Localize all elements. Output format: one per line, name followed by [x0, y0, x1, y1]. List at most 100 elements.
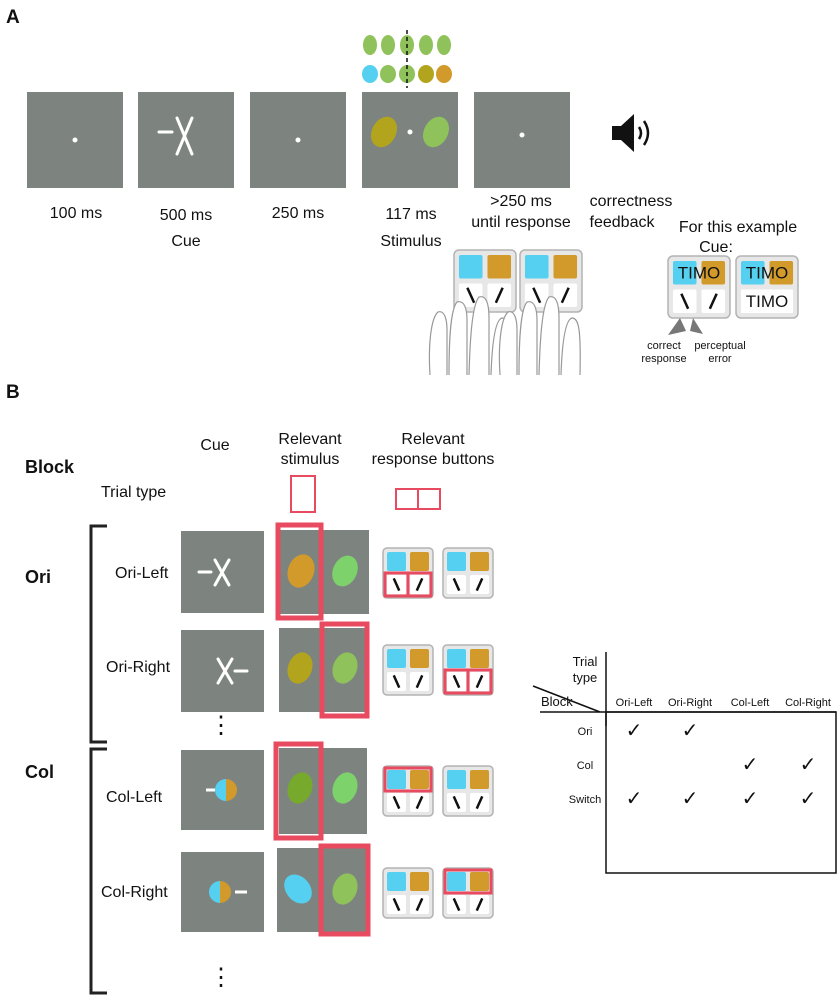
- response-pad: [442, 547, 494, 599]
- header-cue: Cue: [200, 437, 230, 454]
- stim-highlight: [318, 843, 371, 937]
- cyan-key: [387, 770, 406, 789]
- response-pad: [519, 249, 583, 313]
- color-cue-icon: [206, 779, 237, 801]
- stimulus-ellipse: [287, 652, 313, 684]
- header-block: Block: [25, 457, 75, 477]
- example-title-2: Cue:: [699, 239, 733, 256]
- response-pad: [442, 867, 494, 919]
- correct-response-arrow: [668, 318, 686, 335]
- fixation-dot: [295, 137, 301, 143]
- color-cue-icon: [209, 881, 247, 903]
- block-name-ori: Ori: [25, 567, 52, 587]
- scale-ellipse: [381, 35, 395, 55]
- response-pad: [382, 765, 434, 817]
- cue-screen-ori-right: [181, 630, 264, 712]
- check-mark: ✓: [741, 788, 759, 810]
- cyan-key: [387, 649, 406, 668]
- cross-cue-icon: [157, 116, 194, 156]
- example-title-1: For this example: [678, 219, 798, 236]
- orange-key: [470, 649, 489, 668]
- feedback-label-2: feedback: [589, 214, 655, 231]
- cyan-key: [447, 552, 466, 571]
- stimulus-left-ellipse: [371, 116, 397, 148]
- response-pad: [442, 644, 494, 696]
- orange-key: [410, 649, 429, 668]
- stimulus-ellipse: [284, 874, 312, 904]
- orange-key: [410, 872, 429, 891]
- duration-label-2: 500 ms: [159, 207, 213, 224]
- scale-ellipse: [363, 35, 377, 55]
- cyan-key: [458, 254, 483, 279]
- response-pad: [382, 644, 434, 696]
- header-stim-1: Relevant: [278, 431, 342, 448]
- cyan-key: [740, 260, 765, 285]
- perceptual-error-arrow: [690, 318, 703, 334]
- scale-ellipse: [419, 35, 433, 55]
- stimulus-right-ellipse: [423, 116, 449, 148]
- pad-highlight: [406, 571, 433, 598]
- response-pads-panel-b: [382, 547, 494, 919]
- trial-label-ori-left: Ori-Left: [115, 565, 169, 582]
- header-trial-type: Trial type: [101, 484, 167, 501]
- header-stim-2: stimulus: [280, 451, 340, 468]
- cyan-key: [447, 770, 466, 789]
- pad-highlight: [443, 868, 493, 895]
- ellipsis-dots: ⋮: [209, 712, 233, 739]
- orange-key: [553, 254, 578, 279]
- check-mark: ✓: [681, 720, 699, 742]
- stim-highlight: [319, 621, 370, 719]
- summary-table: [532, 652, 837, 874]
- table-column-header: Col-Left: [730, 697, 770, 709]
- ellipsis-dots: ⋮: [209, 964, 233, 991]
- timo-text: TIMO: [746, 264, 789, 283]
- slash-mark: [415, 674, 424, 689]
- backslash-mark: [392, 577, 401, 592]
- cross-cue-icon: [197, 558, 231, 587]
- header-resp-2: response buttons: [371, 451, 495, 468]
- table-column-header: Ori-Left: [615, 697, 653, 709]
- slash-mark: [475, 795, 484, 810]
- scale-ellipse: [418, 65, 434, 83]
- ori-bracket: [89, 524, 107, 744]
- header-resp-1: Relevant: [401, 431, 465, 448]
- scale-ellipse: [437, 35, 451, 55]
- orange-key: [410, 770, 429, 789]
- table-corner-trial: Trial: [572, 654, 598, 669]
- duration-label-4: 117 ms: [385, 206, 437, 223]
- stimulus-ellipse: [287, 772, 313, 804]
- cyan-key: [524, 254, 549, 279]
- table-corner-type: type: [572, 670, 598, 685]
- duration-label-3: 250 ms: [271, 205, 325, 222]
- backslash-mark: [452, 897, 461, 912]
- response-pad: [453, 249, 517, 313]
- scale-ellipse: [436, 65, 452, 83]
- orange-key: [487, 254, 512, 279]
- check-mark: ✓: [741, 754, 759, 776]
- example-pads: TIMOTIMOTIMOTIMO: [667, 255, 799, 319]
- slash-mark: [475, 897, 484, 912]
- phase-name-stimulus: Stimulus: [380, 233, 442, 250]
- response-pad: [382, 547, 434, 599]
- backslash-mark: [532, 287, 542, 304]
- block-name-col: Col: [25, 762, 54, 782]
- orange-key: [470, 552, 489, 571]
- trial-label-ori-right: Ori-Right: [106, 659, 171, 676]
- orange-key: [410, 552, 429, 571]
- table-column-header: Col-Right: [785, 697, 831, 709]
- col-bracket: [89, 747, 107, 995]
- backslash-mark: [392, 897, 401, 912]
- backslash-mark: [452, 577, 461, 592]
- fixation-dot: [519, 132, 525, 138]
- backslash-mark: [452, 674, 461, 689]
- feedback-label-1: correctness: [589, 193, 673, 210]
- check-mark: ✓: [625, 720, 643, 742]
- cyan-key: [447, 649, 466, 668]
- response-pad: [442, 765, 494, 817]
- timo-text: TIMO: [746, 292, 789, 311]
- backslash-mark: [680, 293, 690, 310]
- duration-label-1: 100 ms: [49, 205, 103, 222]
